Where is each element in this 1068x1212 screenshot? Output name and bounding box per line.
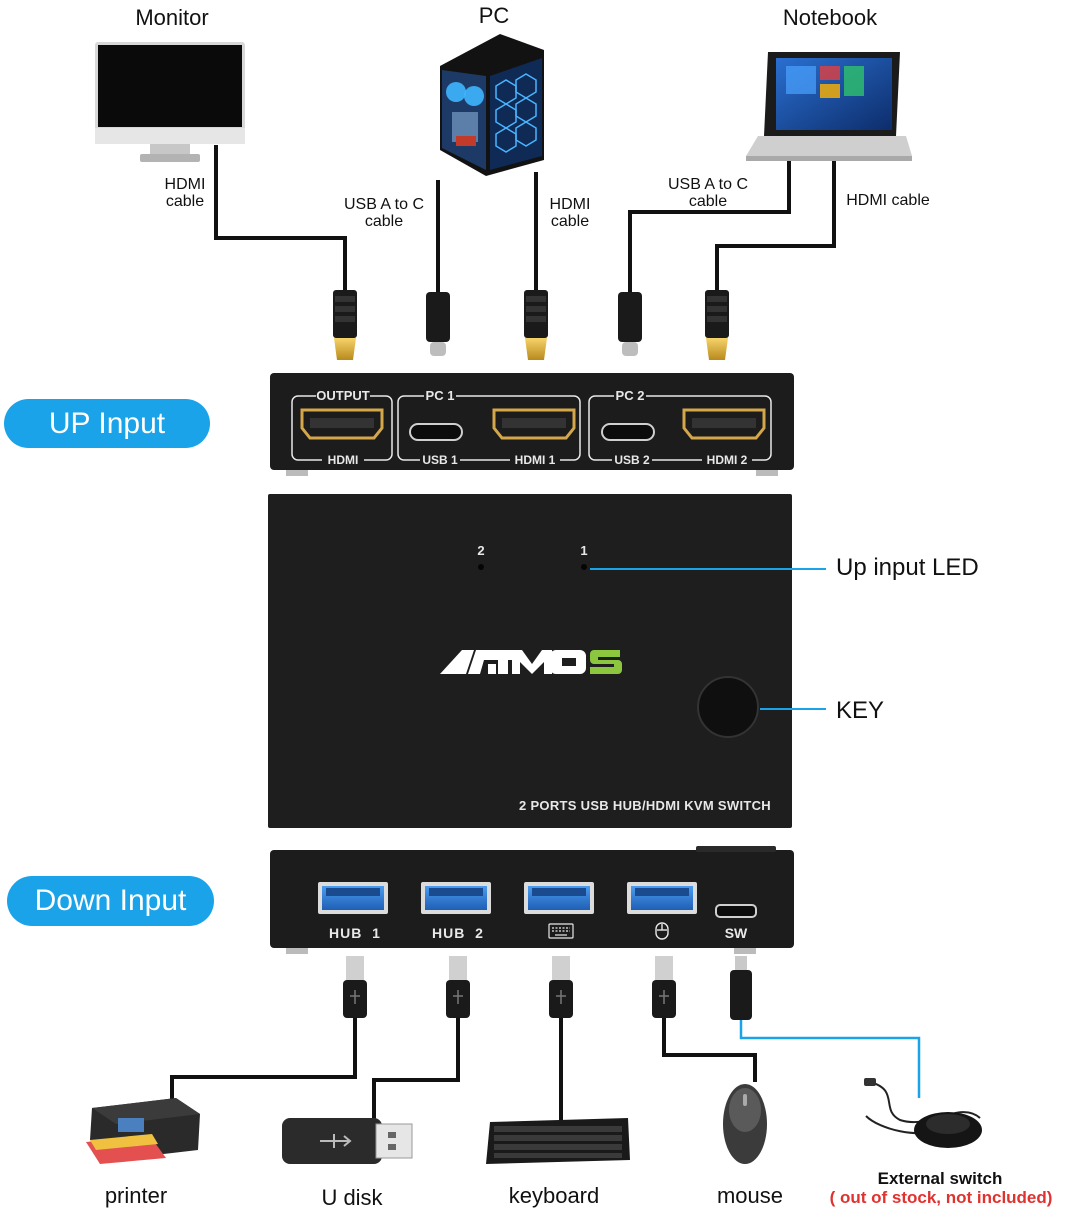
hdmi-port-1	[492, 408, 576, 440]
pc2-title: PC 2	[615, 388, 645, 403]
led-1-label: 1	[580, 543, 588, 558]
pc-tower-image	[440, 34, 544, 176]
hdmi-cable-pc-label: HDMI cable	[538, 196, 602, 230]
usb-c-port-2	[601, 423, 655, 441]
hdmi-cable-pc-line2: cable	[550, 213, 590, 230]
usb-a-plug-1	[343, 956, 367, 1018]
led-2-label: 2	[477, 543, 485, 558]
usb-port-keyboard	[524, 882, 594, 914]
hdmi1-label: HDMI 1	[514, 453, 556, 467]
hdmi2-label: HDMI 2	[706, 453, 748, 467]
keyboard-label: keyboard	[508, 1183, 600, 1208]
hdmi-cable-notebook-label: HDMI cable	[846, 192, 930, 209]
up-input-led-callout: Up input LED	[836, 554, 979, 581]
usb-a-to-c-notebook-line2: cable	[688, 193, 728, 210]
top-cables	[214, 145, 836, 294]
udisk-image	[282, 1118, 413, 1164]
hdmi-plug-2	[524, 290, 548, 360]
hdmi-cable-monitor-label: HDMI cable	[150, 176, 220, 210]
up-panel-image	[270, 373, 794, 476]
usb-a-to-c-notebook-label: USB A to C cable	[658, 176, 758, 210]
notebook-image	[746, 52, 912, 161]
notebook-hdmi-cable	[715, 160, 836, 292]
usb2-label: USB 2	[614, 453, 650, 467]
hub2-label: HUB 2	[432, 925, 484, 941]
monitor-hdmi-cable	[214, 145, 347, 292]
external-switch-cable	[739, 1020, 921, 1098]
usb1-label: USB 1	[422, 453, 458, 467]
model-label: 2 PORTS USB HUB/HDMI KVM SWITCH	[519, 798, 771, 813]
key-button	[697, 676, 759, 738]
down-input-badge: Down Input	[7, 876, 214, 926]
notebook-usb-cable	[628, 160, 791, 294]
output-hdmi-label: HDMI	[327, 453, 359, 467]
hdmi-plug-1	[333, 290, 357, 360]
usb-port-mouse	[627, 882, 697, 914]
aimos-logo	[440, 650, 622, 674]
usb-c-plug-2	[618, 292, 642, 356]
external-switch-label: External switch	[877, 1169, 1003, 1188]
pc1-title: PC 1	[425, 388, 455, 403]
hdmi-cable-monitor-line1: HDMI	[164, 176, 206, 193]
hdmi-plug-3	[705, 290, 729, 360]
usb-a-plug-2	[446, 956, 470, 1018]
up-input-badge: UP Input	[4, 399, 210, 448]
external-switch-note: ( out of stock, not included)	[829, 1188, 1053, 1207]
printer-cable	[170, 1016, 357, 1115]
monitor-label: Monitor	[135, 5, 209, 30]
down-panel-image	[270, 846, 794, 954]
top-connectors	[333, 290, 729, 360]
usb-a-plug-3	[549, 956, 573, 1018]
mouse-image	[723, 1084, 767, 1164]
usb-a-to-c-notebook-line1: USB A to C	[667, 176, 749, 193]
usb-a-to-c-pc-line2: cable	[364, 213, 404, 230]
monitor-image	[95, 42, 245, 162]
switch-box-image	[268, 494, 792, 828]
usb-a-to-c-pc-label: USB A to C cable	[334, 196, 434, 230]
usb-c-plug-1	[426, 292, 450, 356]
usb-port-hub2	[421, 882, 491, 914]
hdmi-cable-monitor-line2: cable	[165, 193, 205, 210]
hdmi-port-2	[682, 408, 766, 440]
printer-image	[86, 1098, 200, 1164]
keyboard-image	[486, 1118, 630, 1164]
hdmi-cable-pc-line1: HDMI	[549, 196, 591, 213]
hdmi-port-output	[300, 408, 384, 440]
output-title: OUTPUT	[316, 388, 370, 403]
usb-a-to-c-pc-line1: USB A to C	[343, 196, 425, 213]
keyboard-icon	[548, 923, 574, 939]
usb-a-plug-4	[652, 956, 676, 1018]
key-callout: KEY	[836, 697, 885, 724]
mouse-cable	[662, 1016, 757, 1082]
printer-label: printer	[104, 1183, 168, 1208]
mouse-icon	[655, 922, 669, 940]
usb-c-port-1	[409, 423, 463, 441]
udisk-cable	[372, 1016, 460, 1124]
bottom-connectors	[343, 956, 752, 1020]
pc-label: PC	[478, 3, 510, 28]
mouse-label: mouse	[716, 1183, 784, 1208]
udisk-label: U disk	[321, 1185, 383, 1210]
bottom-cables	[170, 1016, 757, 1124]
external-switch-image	[864, 1078, 982, 1148]
hub1-label: HUB 1	[329, 925, 381, 941]
led-2	[478, 564, 484, 570]
micro-usb-port-sw	[715, 904, 757, 918]
sw-label: SW	[724, 925, 748, 941]
micro-usb-plug	[730, 956, 752, 1020]
usb-port-hub1	[318, 882, 388, 914]
led-1	[581, 564, 587, 570]
notebook-label: Notebook	[782, 5, 878, 30]
